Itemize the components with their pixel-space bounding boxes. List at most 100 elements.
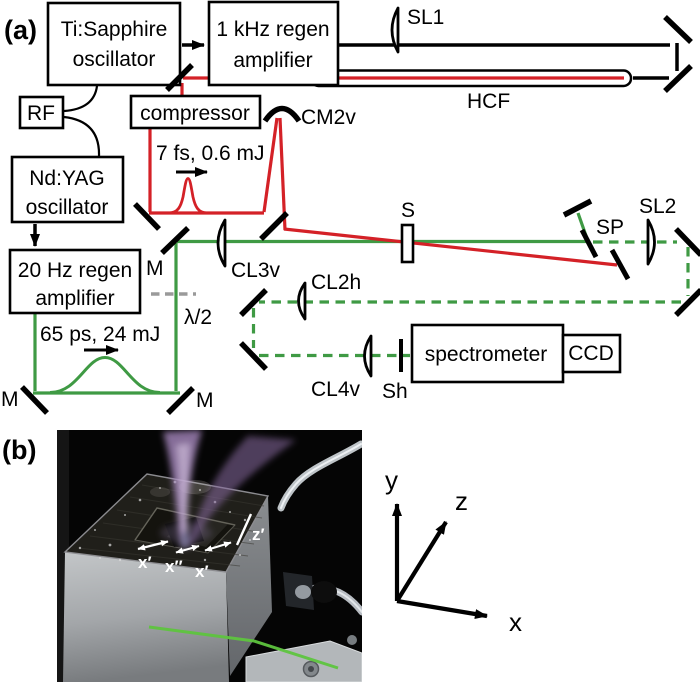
hcf-input-mirror: [165, 63, 194, 92]
pump-bottom-left-mirror-M: [20, 385, 49, 415]
top-right-mirror: [663, 15, 693, 44]
left-upper-fold-mirror: [239, 288, 268, 317]
sample-cell: [400, 223, 415, 264]
lenses: [216, 6, 656, 378]
half-waveplate-label: λ/2: [184, 306, 212, 329]
slot-annotation-labels: x′ x″ x′ z′: [138, 525, 265, 581]
long-pulse-label: 65 ps, 24 mJ: [40, 323, 160, 346]
sl2-label: SL2: [639, 195, 676, 218]
cl3v-lens: [216, 218, 227, 268]
rf-sync-lines: [63, 85, 101, 157]
m-bottom-right-label: M: [196, 389, 214, 412]
plasma-right-lobe: [188, 436, 296, 547]
probe-beam-dashed-path: [251, 240, 690, 358]
base-plate: [245, 640, 362, 682]
rf-label: RF: [27, 102, 55, 125]
left-lower-fold-mirror: [239, 341, 268, 371]
plasma-base: [180, 531, 190, 549]
regen-1khz-label-1: 1 kHz regen: [216, 18, 329, 41]
panel-b-tag: (b): [2, 435, 36, 465]
sp-label: SP: [596, 216, 624, 239]
x-right-dimension-arrow: [204, 541, 232, 552]
compressor-box: [129, 94, 262, 130]
block-front-face: [63, 552, 229, 682]
box-labels: Ti:Sapphire oscillator 1 kHz regen ampli…: [18, 18, 614, 366]
coordinate-axes: [392, 503, 488, 619]
cm2v-curved-mirror: [262, 105, 302, 123]
x-center-dimension-arrow: [175, 544, 200, 554]
pump-pulse-envelope: [49, 355, 161, 394]
pump-scatter-line: [148, 625, 339, 670]
few-cycle-beam-path: [148, 76, 624, 267]
optic-labels: (a) SL1 HCF CM2v 7 fs, 0.6 mJ S SP SL2 M…: [1, 6, 676, 412]
m-bottom-left-label: M: [1, 388, 19, 411]
cl4v-label: CL4v: [311, 378, 361, 401]
m-fold-label: M: [146, 257, 164, 280]
cm2v-label: CM2v: [301, 106, 356, 129]
regen-20hz-label-1: 20 Hz regen: [18, 259, 132, 282]
nd-yag-oscillator-box: [10, 155, 125, 224]
right-upper-fold-mirror: [674, 227, 700, 257]
20hz-regen-amplifier-box: [8, 248, 142, 315]
mount-hardware: [245, 572, 362, 682]
target-photo: x′ x″ x′ z′: [57, 430, 362, 682]
nd-yag-label-2: oscillator: [26, 196, 109, 219]
ccd-label: CCD: [568, 342, 614, 365]
regen-1khz-label-2: amplifier: [233, 49, 312, 72]
z-axis-label: z: [455, 486, 468, 516]
x-right-label: x′: [195, 562, 209, 581]
sl2-lens: [646, 218, 656, 266]
mirrors: [20, 15, 700, 415]
nd-yag-label-1: Nd:YAG: [29, 167, 104, 190]
mid-right-fold-mirror: [663, 64, 693, 93]
pump-bottom-right-mirror-M: [166, 386, 195, 415]
sample-label: S: [401, 199, 415, 222]
plasma-plume: [160, 430, 296, 549]
z-axis: [395, 520, 448, 603]
red-cm2v-fold-mirror: [259, 211, 289, 241]
spectrometer-box: [410, 323, 565, 384]
slot-annotations: [137, 513, 253, 554]
x-left-dimension-arrow: [137, 540, 169, 551]
regen-20hz-label-2: amplifier: [35, 287, 114, 310]
top-face-texture: [77, 484, 265, 567]
ti-sapphire-label-1: Ti:Sapphire: [61, 18, 168, 41]
hcf-label: HCF: [467, 90, 510, 113]
spectrometer-label: spectrometer: [425, 343, 548, 366]
ti-sapphire-label-2: oscillator: [73, 48, 156, 71]
ccd-box: [561, 333, 622, 374]
connection-arrows: [30, 40, 208, 355]
shutter-label: Sh: [382, 380, 408, 403]
right-lower-fold-mirror: [674, 288, 700, 317]
component-boxes: [8, 0, 622, 384]
y-axis-label: y: [385, 465, 398, 495]
clamp-knob: [311, 581, 337, 603]
block-right-face: [226, 496, 272, 676]
pump-fold-mirror-M: [160, 226, 190, 255]
cl2h-lens: [297, 281, 307, 321]
plasma-core: [176, 443, 190, 548]
sp-mirror: [579, 228, 599, 259]
z-slot-label: z′: [252, 525, 265, 544]
red-beam-dump-mirror: [609, 248, 631, 281]
sp-pickoff-top-mirror: [562, 198, 593, 218]
ti-sapphire-oscillator-box: [46, 1, 182, 87]
x-left-label: x′: [138, 553, 152, 572]
short-pulse-label: 7 fs, 0.6 mJ: [156, 142, 265, 165]
cl2h-label: CL2h: [311, 271, 361, 294]
compressor-label: compressor: [140, 102, 250, 125]
panel-a-tag: (a): [4, 15, 37, 45]
pump-beam-path: [33, 212, 590, 395]
1khz-regen-amplifier-box: [207, 0, 340, 87]
short-pulse-envelope: [168, 177, 208, 215]
x-center-label: x″: [165, 557, 183, 576]
coordinate-axis-labels: y z x: [385, 465, 522, 637]
cl4v-lens: [363, 334, 373, 378]
base-bolt: [347, 635, 357, 645]
red-lower-left-mirror: [133, 202, 161, 231]
rf-box: [18, 95, 65, 130]
cl3v-label: CL3v: [231, 259, 281, 282]
sl1-lens: [390, 6, 400, 54]
